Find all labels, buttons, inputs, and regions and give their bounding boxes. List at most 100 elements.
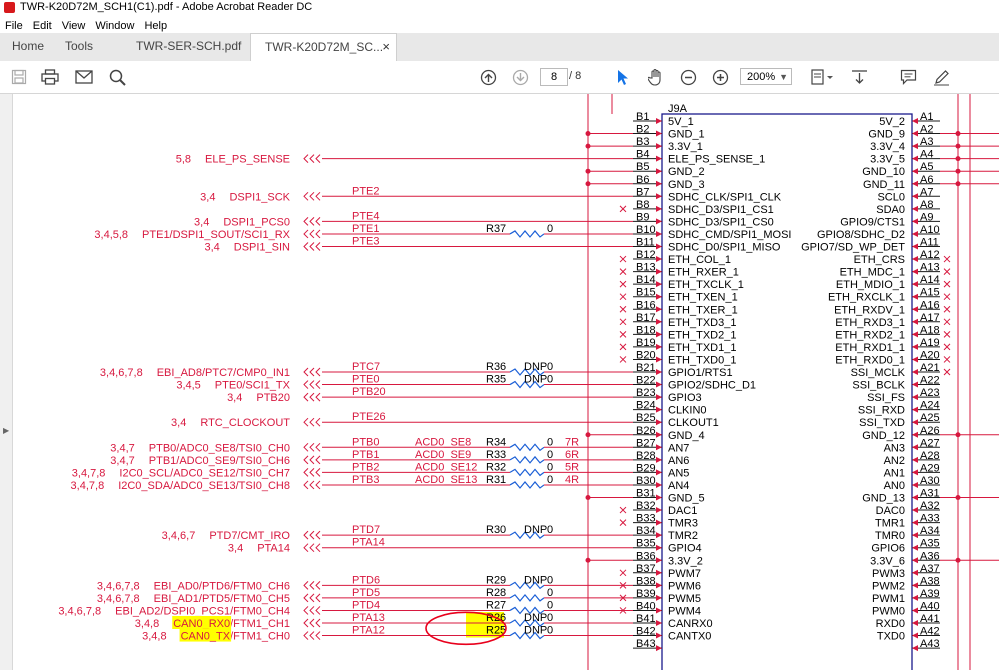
- select-arrow-icon[interactable]: [612, 61, 634, 93]
- page-down-icon[interactable]: [509, 61, 531, 93]
- save-icon[interactable]: [8, 61, 30, 93]
- pin-number-b: B38: [636, 575, 656, 587]
- pin-name-a: GPIO8/SDHC_D2: [817, 229, 905, 241]
- net-name: PTB20: [352, 386, 386, 398]
- pin-number-b: B19: [636, 337, 656, 349]
- email-icon[interactable]: [73, 61, 95, 93]
- pin-name-b: AN4: [668, 480, 689, 492]
- resistor-symbol: [509, 631, 545, 640]
- no-connect-mark: [943, 330, 951, 338]
- chevron-down-icon: ▼: [779, 72, 788, 82]
- signal-label: /FTM1_CH0: [230, 631, 290, 643]
- pin-arrow-a: [912, 180, 918, 187]
- menu-window[interactable]: Window: [95, 20, 135, 32]
- pin-number-a: A34: [920, 525, 940, 537]
- signal-label: /FTM1_CH1: [230, 618, 290, 630]
- pin-name-a: ETH_RXDV_1: [834, 304, 905, 316]
- junction-dot: [955, 181, 961, 187]
- print-icon[interactable]: [39, 61, 61, 93]
- pin-arrow-a: [912, 620, 918, 626]
- net-name: PTB1: [352, 449, 380, 461]
- pin-name-b: PWM6: [668, 580, 701, 592]
- pin-number-a: A10: [920, 224, 940, 236]
- no-connect-mark: [619, 255, 627, 263]
- sign-icon[interactable]: [930, 61, 952, 93]
- signal-label: I2C0_SCL/ADC0_SE12/TSI0_CH7: [119, 467, 290, 479]
- page-number-input[interactable]: 8: [540, 68, 568, 86]
- page-up-icon[interactable]: [477, 61, 499, 93]
- pin-number-a: A42: [920, 626, 940, 638]
- tab-document-2[interactable]: TWR-K20D72M_SC... ×: [250, 33, 397, 63]
- highlighted-signal-label: CAN0_RX0: [173, 618, 230, 630]
- pin-number-a: A31: [920, 488, 940, 500]
- pin-number-a: A5: [920, 161, 933, 173]
- page-layout-icon[interactable]: [808, 61, 838, 93]
- search-icon[interactable]: [106, 61, 128, 93]
- pin-name-b: ETH_TXD0_1: [668, 354, 736, 366]
- menu-view[interactable]: View: [61, 20, 86, 32]
- adc-channel-label: ACD0_SE13: [415, 474, 477, 486]
- close-tab-icon[interactable]: ×: [382, 39, 390, 54]
- resistor-symbol: [509, 380, 545, 389]
- pin-name-b: CANRX0: [668, 618, 713, 630]
- pin-number-a: A33: [920, 513, 940, 525]
- off-page-connector: [303, 229, 321, 239]
- menu-file[interactable]: File: [5, 20, 23, 32]
- off-page-connector: [303, 543, 321, 553]
- pin-name-b: GPIO1/RTS1: [668, 367, 733, 379]
- scroll-mode-icon[interactable]: [848, 61, 870, 93]
- resistor-value: 0: [547, 461, 553, 473]
- zoom-level-select[interactable]: 200% ▼: [740, 68, 792, 85]
- sheet-references: 5,8: [176, 154, 191, 166]
- pin-number-b: B42: [636, 626, 656, 638]
- pin-number-a: A43: [920, 638, 940, 650]
- pin-name-a: TMR1: [875, 518, 905, 530]
- pin-name-a: PWM0: [872, 605, 905, 617]
- comment-icon[interactable]: [897, 61, 919, 93]
- pin-arrow-b: [656, 143, 662, 150]
- tab-tools[interactable]: Tools: [65, 39, 94, 53]
- pin-name-b: ETH_TXER_1: [668, 304, 738, 316]
- junction-dot: [955, 495, 961, 500]
- left-panel-toggle[interactable]: ▶: [0, 94, 13, 670]
- tab-document-1[interactable]: TWR-SER-SCH.pdf: [122, 33, 261, 61]
- pin-number-a: A38: [920, 575, 940, 587]
- pin-number-a: A17: [920, 312, 940, 324]
- dnp-marker: DNP: [524, 374, 547, 386]
- pin-name-b: AN7: [668, 442, 689, 454]
- off-page-connector: [303, 631, 321, 640]
- resistor-symbol: [509, 531, 545, 540]
- no-connect-mark: [619, 268, 627, 275]
- sheet-references: 3,4,8: [135, 618, 159, 630]
- pin-number-b: B22: [636, 375, 656, 387]
- pin-arrow-b: [656, 594, 662, 601]
- pin-arrow-a: [912, 256, 918, 263]
- menu-help[interactable]: Help: [144, 20, 168, 32]
- pin-name-a: SSI_BCLK: [852, 380, 905, 392]
- pin-number-b: B3: [636, 136, 649, 148]
- signal-label: EBI_AD1/PTD5/FTM0_CH5: [154, 593, 290, 605]
- pin-name-a: TXD0: [877, 631, 905, 643]
- pin-arrow-b: [656, 620, 662, 626]
- pin-name-b: GND_2: [668, 166, 705, 178]
- resistor-value: 0: [547, 612, 553, 624]
- menu-edit[interactable]: Edit: [32, 20, 52, 32]
- pin-number-a: A12: [920, 249, 940, 261]
- pin-name-a: 3.3V_4: [870, 141, 905, 153]
- pin-number-a: A20: [920, 349, 940, 361]
- net-name: PTE2: [352, 185, 380, 197]
- tab-home[interactable]: Home: [12, 39, 45, 53]
- pin-arrow-b: [656, 431, 662, 438]
- pin-arrow-a: [912, 607, 918, 614]
- zoom-out-icon[interactable]: [677, 61, 699, 93]
- pin-number-b: B34: [636, 525, 656, 537]
- pin-name-b: TMR3: [668, 518, 698, 530]
- pin-arrow-b: [656, 268, 662, 275]
- pin-name-b: ETH_RXER_1: [668, 267, 739, 279]
- channel-label: 4R: [565, 474, 579, 486]
- pin-name-b: SDHC_CLK/SPI1_CLK: [668, 191, 782, 203]
- hand-icon[interactable]: [645, 61, 667, 93]
- signal-label: PTB1/ADC0_SE9/TSI0_CH6: [149, 455, 290, 467]
- zoom-in-icon[interactable]: [709, 61, 731, 93]
